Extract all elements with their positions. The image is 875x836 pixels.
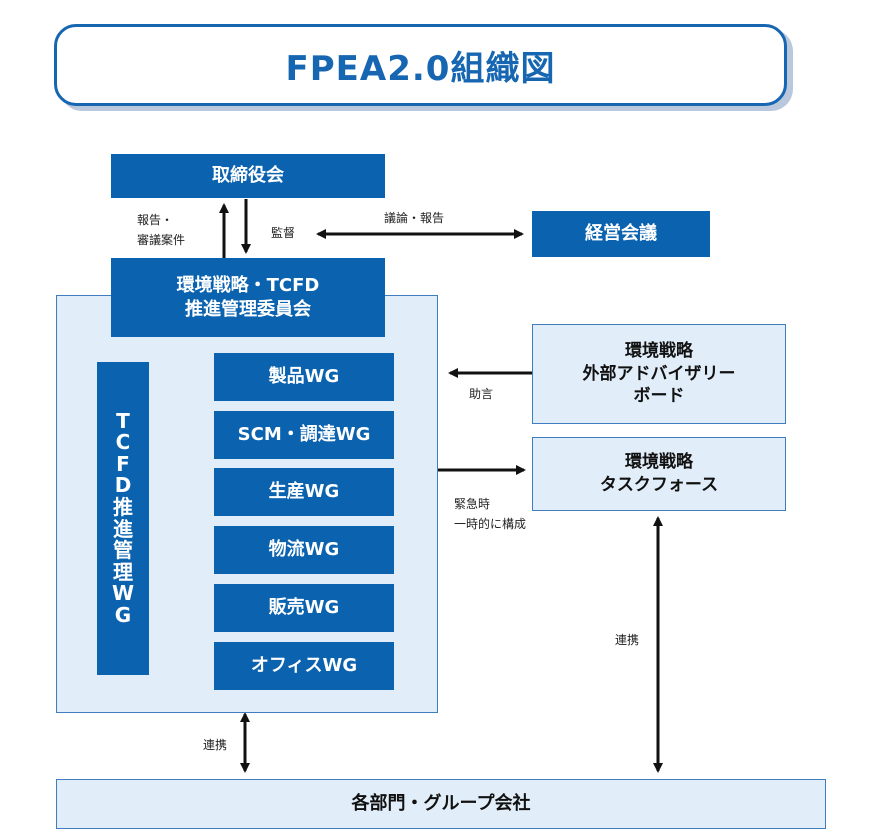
advisory-board-box: 環境戦略 外部アドバイザリー ボード bbox=[532, 324, 786, 424]
wg-logistics-box: 物流WG bbox=[214, 526, 394, 574]
title-box: FPEA2.0組織図 bbox=[54, 24, 787, 106]
wg-product-box: 製品WG bbox=[214, 353, 394, 401]
management-meeting-box: 経営会議 bbox=[532, 211, 710, 257]
wg-label: 物流WG bbox=[268, 539, 340, 561]
tcfd-wg-char: W bbox=[111, 581, 135, 606]
board-label: 取締役会 bbox=[212, 165, 284, 187]
wg-sales-box: 販売WG bbox=[214, 584, 394, 632]
tcfd-wg-char: 進 bbox=[113, 516, 133, 541]
emergency-label: 緊急時 一時的に構成 bbox=[454, 494, 574, 535]
supervise-label: 監督 bbox=[271, 226, 296, 240]
advisory-label-line2: 外部アドバイザリー bbox=[582, 363, 736, 384]
departments-box: 各部門・グループ会社 bbox=[56, 779, 826, 829]
tcfd-wg-char: G bbox=[114, 602, 132, 627]
wg-label: SCM・調達WG bbox=[237, 424, 371, 446]
collab-left-label: 連携 bbox=[203, 738, 228, 752]
tcfd-wg-char: F bbox=[116, 451, 130, 476]
tcfd-wg-char: 推 bbox=[113, 494, 133, 519]
wg-scm-box: SCM・調達WG bbox=[214, 411, 394, 459]
emergency-label-line2: 一時的に構成 bbox=[454, 517, 527, 532]
taskforce-box: 環境戦略 タスクフォース bbox=[532, 437, 786, 511]
advisory-label-line3: ボード bbox=[633, 386, 685, 407]
report-label-line1: 報告・ bbox=[137, 213, 174, 227]
committee-label-line1: 環境戦略・TCFD bbox=[176, 275, 320, 297]
taskforce-label-line1: 環境戦略 bbox=[625, 452, 693, 473]
tcfd-wg-char: D bbox=[114, 473, 132, 498]
wg-label: 製品WG bbox=[268, 366, 340, 388]
page-title: FPEA2.0組織図 bbox=[285, 48, 556, 89]
tcfd-wg-char: 理 bbox=[113, 559, 133, 584]
committee-label-line2: 推進管理委員会 bbox=[185, 298, 311, 320]
emergency-label-line1: 緊急時 bbox=[454, 497, 491, 511]
wg-office-box: オフィスWG bbox=[214, 642, 394, 690]
wg-production-box: 生産WG bbox=[214, 468, 394, 516]
discuss-report-label: 議論・報告 bbox=[384, 211, 445, 225]
tcfd-wg-char: T bbox=[116, 408, 130, 433]
report-label: 報告・ 審議案件 bbox=[137, 210, 217, 251]
wg-label: 生産WG bbox=[268, 481, 340, 503]
taskforce-label-line2: タスクフォース bbox=[599, 475, 719, 495]
wg-label: オフィスWG bbox=[250, 655, 358, 677]
tcfd-wg-box: T C F D 推 進 管 理 W G bbox=[97, 362, 149, 675]
advice-label: 助言 bbox=[469, 387, 494, 401]
tcfd-wg-char: C bbox=[115, 430, 131, 455]
advisory-label-line1: 環境戦略 bbox=[625, 340, 693, 361]
tcfd-wg-char: 管 bbox=[113, 538, 133, 563]
wg-label: 販売WG bbox=[268, 597, 340, 619]
management-meeting-label: 経営会議 bbox=[585, 223, 657, 245]
report-label-line2: 審議案件 bbox=[137, 233, 186, 248]
collab-right-label: 連携 bbox=[615, 633, 640, 647]
board-box: 取締役会 bbox=[111, 154, 385, 198]
committee-box: 環境戦略・TCFD 推進管理委員会 bbox=[111, 258, 385, 337]
departments-label: 各部門・グループ会社 bbox=[351, 792, 531, 814]
